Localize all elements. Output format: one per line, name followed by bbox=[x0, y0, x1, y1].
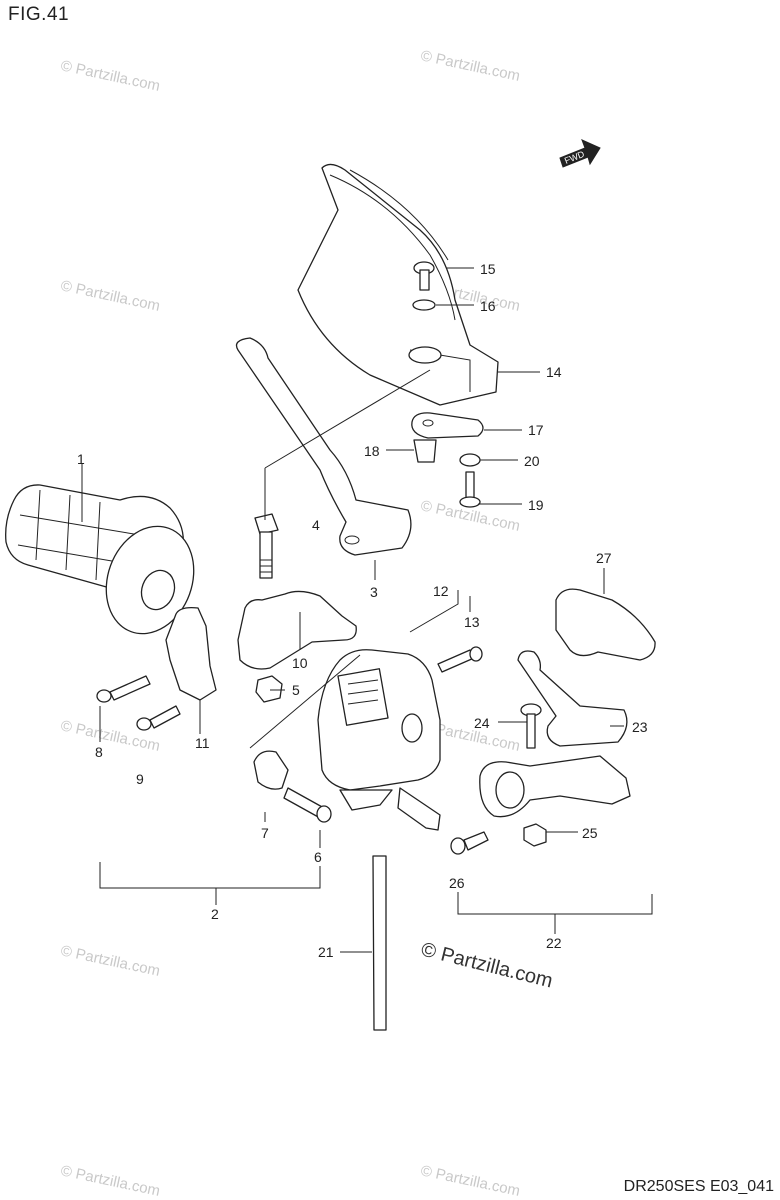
bracket-nut bbox=[255, 675, 283, 703]
watermark: © Partzilla.com bbox=[419, 47, 521, 85]
hot-start-lever bbox=[517, 650, 628, 747]
guard-bolt bbox=[459, 471, 481, 508]
lever-pivot-bolt bbox=[254, 513, 279, 579]
callout-24: 24 bbox=[474, 715, 490, 731]
watermark: © Partzilla.com bbox=[59, 57, 161, 95]
watermark: © Partzilla.com bbox=[59, 1162, 161, 1200]
lever-holder-assembly bbox=[479, 755, 631, 818]
leader-lines bbox=[81, 267, 653, 953]
guard-plate bbox=[411, 412, 484, 439]
clutch-lever bbox=[235, 337, 412, 556]
holder-screw bbox=[450, 831, 489, 855]
watermark-prominent: © Partzilla.com bbox=[419, 939, 555, 993]
housing-screw bbox=[437, 646, 483, 673]
callout-20: 20 bbox=[524, 453, 540, 469]
callout-7: 7 bbox=[261, 825, 269, 841]
guard-washer bbox=[412, 299, 436, 311]
callout-12: 12 bbox=[433, 583, 449, 599]
callout-1: 1 bbox=[77, 451, 85, 467]
callout-labels: 1 2 3 4 5 6 7 8 9 10 11 12 13 14 15 16 1… bbox=[77, 261, 648, 960]
figure-title: FIG.41 bbox=[8, 4, 70, 25]
holder-screw-long bbox=[96, 675, 151, 703]
lever-pin bbox=[520, 703, 542, 749]
lever-holder bbox=[165, 606, 217, 701]
guard-nut bbox=[459, 453, 481, 467]
callout-21: 21 bbox=[318, 944, 334, 960]
watermark: © Partzilla.com bbox=[59, 277, 161, 315]
callout-2: 2 bbox=[211, 906, 219, 922]
callout-8: 8 bbox=[95, 744, 103, 760]
callout-10: 10 bbox=[292, 655, 308, 671]
lever-cover bbox=[555, 588, 656, 661]
callout-13: 13 bbox=[464, 614, 480, 630]
handlebar-grip bbox=[5, 484, 195, 635]
watermark: © Partzilla.com bbox=[59, 942, 161, 980]
guard-screw bbox=[413, 261, 435, 291]
callout-16: 16 bbox=[480, 298, 496, 314]
callout-19: 19 bbox=[528, 497, 544, 513]
hand-guard bbox=[297, 163, 499, 406]
housing-clamp bbox=[253, 750, 289, 790]
holder-screw-short bbox=[136, 705, 181, 731]
callout-5: 5 bbox=[292, 682, 300, 698]
watermark: © Partzilla.com bbox=[419, 1162, 521, 1200]
callout-4: 4 bbox=[312, 517, 320, 533]
callout-3: 3 bbox=[370, 584, 378, 600]
callout-6: 6 bbox=[314, 849, 322, 865]
callout-18: 18 bbox=[364, 443, 380, 459]
lever-bracket bbox=[237, 590, 357, 670]
callout-23: 23 bbox=[632, 719, 648, 735]
callout-27: 27 bbox=[596, 550, 612, 566]
diagram-code: DR250SES E03_041 bbox=[623, 1178, 774, 1195]
callout-25: 25 bbox=[582, 825, 598, 841]
callout-15: 15 bbox=[480, 261, 496, 277]
switch-housing bbox=[317, 649, 441, 831]
callout-9: 9 bbox=[136, 771, 144, 787]
cable-tie bbox=[372, 855, 387, 1031]
guard-spacer bbox=[413, 439, 437, 463]
callout-26: 26 bbox=[449, 875, 465, 891]
holder-nut bbox=[523, 823, 547, 847]
callout-14: 14 bbox=[546, 364, 562, 380]
fwd-label: FWD bbox=[563, 149, 586, 166]
fwd-arrow-icon: FWD bbox=[559, 139, 601, 168]
clamp-bolt bbox=[283, 787, 332, 823]
callout-11: 11 bbox=[195, 735, 210, 751]
callout-17: 17 bbox=[528, 422, 544, 438]
callout-22: 22 bbox=[546, 935, 562, 951]
